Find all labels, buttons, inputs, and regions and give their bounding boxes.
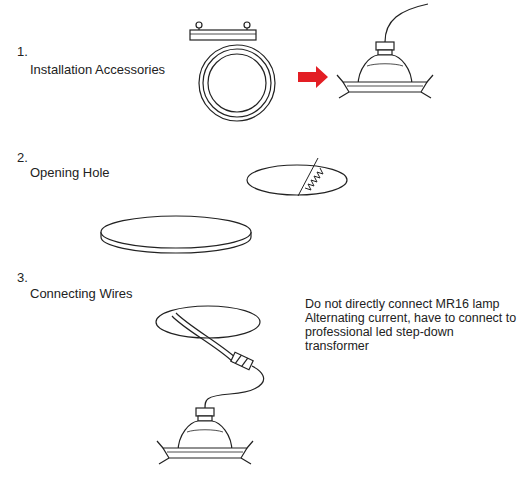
ceiling-disc <box>101 216 251 253</box>
step-title: Connecting Wires <box>30 286 133 301</box>
step-title: Opening Hole <box>30 165 110 180</box>
red-arrow <box>298 66 328 88</box>
mr16-lamp <box>337 42 433 98</box>
mr16-lamp <box>157 408 253 464</box>
ceiling-hole <box>156 306 260 338</box>
saw-blade <box>305 168 323 190</box>
step-number: 1. <box>17 44 28 59</box>
wires <box>172 313 264 408</box>
mounting-frame <box>190 22 256 40</box>
warning-note: Do not directly connect MR16 lamp Altern… <box>305 297 517 353</box>
ceiling-cutout <box>247 158 347 196</box>
lamp-cable <box>385 4 428 42</box>
step-number: 3. <box>17 270 28 285</box>
trim-ring <box>199 45 275 121</box>
step-number: 2. <box>17 150 28 165</box>
terminal-block <box>231 352 253 370</box>
step-title: Installation Accessories <box>30 62 165 77</box>
